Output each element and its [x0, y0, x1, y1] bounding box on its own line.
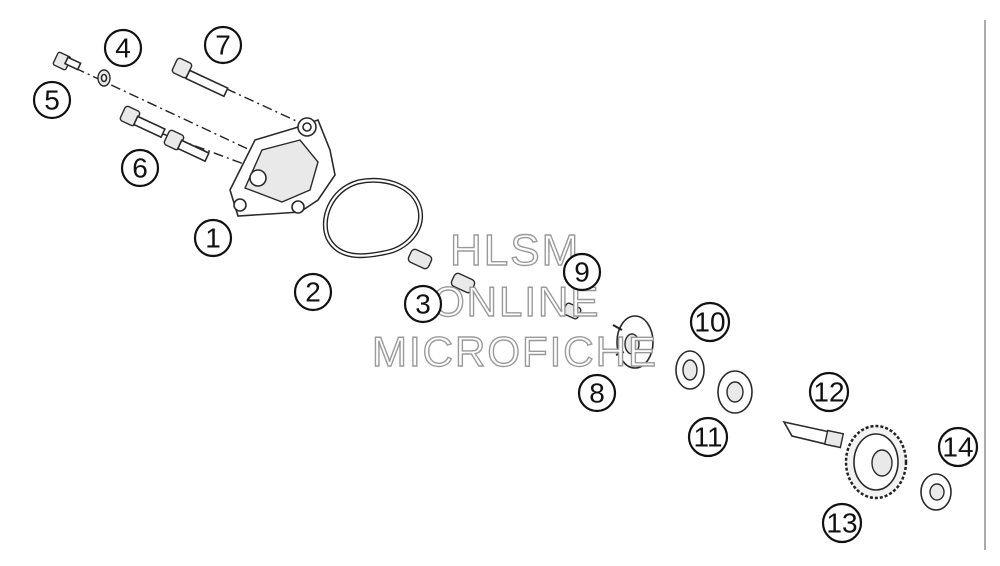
callout-13[interactable]: 13: [821, 502, 863, 544]
callout-4[interactable]: 4: [103, 28, 143, 68]
callout-8[interactable]: 8: [577, 373, 617, 413]
callout-3[interactable]: 3: [403, 284, 443, 324]
washer-part[interactable]: [97, 69, 111, 87]
long-bolt-part[interactable]: [171, 57, 229, 98]
small-bolt-part[interactable]: [52, 51, 82, 71]
callout-11[interactable]: 11: [687, 416, 729, 458]
callout-9[interactable]: 9: [562, 252, 602, 292]
bearing-lower-part[interactable]: [717, 370, 753, 414]
drive-gear-part[interactable]: [844, 424, 908, 500]
callout-7[interactable]: 7: [203, 25, 243, 65]
callout-14[interactable]: 14: [937, 426, 979, 468]
bearing-upper-part[interactable]: [675, 350, 705, 390]
callout-5[interactable]: 5: [32, 80, 72, 120]
pump-shaft-part[interactable]: [782, 420, 845, 449]
callout-10[interactable]: 10: [689, 301, 731, 343]
callout-12[interactable]: 12: [808, 371, 850, 413]
watermark-line-2: ONLINE: [432, 278, 600, 325]
pump-cover-part[interactable]: [229, 117, 336, 217]
watermark-line-3: MICROFICHE: [372, 328, 658, 375]
watermark: HLSM ONLINE MICROFICHE: [371, 225, 658, 375]
impeller-part[interactable]: [612, 315, 654, 369]
medium-bolts-part[interactable]: [119, 105, 210, 163]
impeller-bolt-part[interactable]: [562, 302, 582, 320]
dowel-sleeves-part[interactable]: [407, 248, 476, 294]
watermark-line-1: HLSM: [450, 226, 580, 275]
bearing-small-part[interactable]: [920, 473, 952, 511]
gasket-part[interactable]: [322, 177, 424, 259]
callout-6[interactable]: 6: [120, 148, 160, 188]
callout-1[interactable]: 1: [193, 218, 233, 258]
callout-2[interactable]: 2: [293, 272, 333, 312]
